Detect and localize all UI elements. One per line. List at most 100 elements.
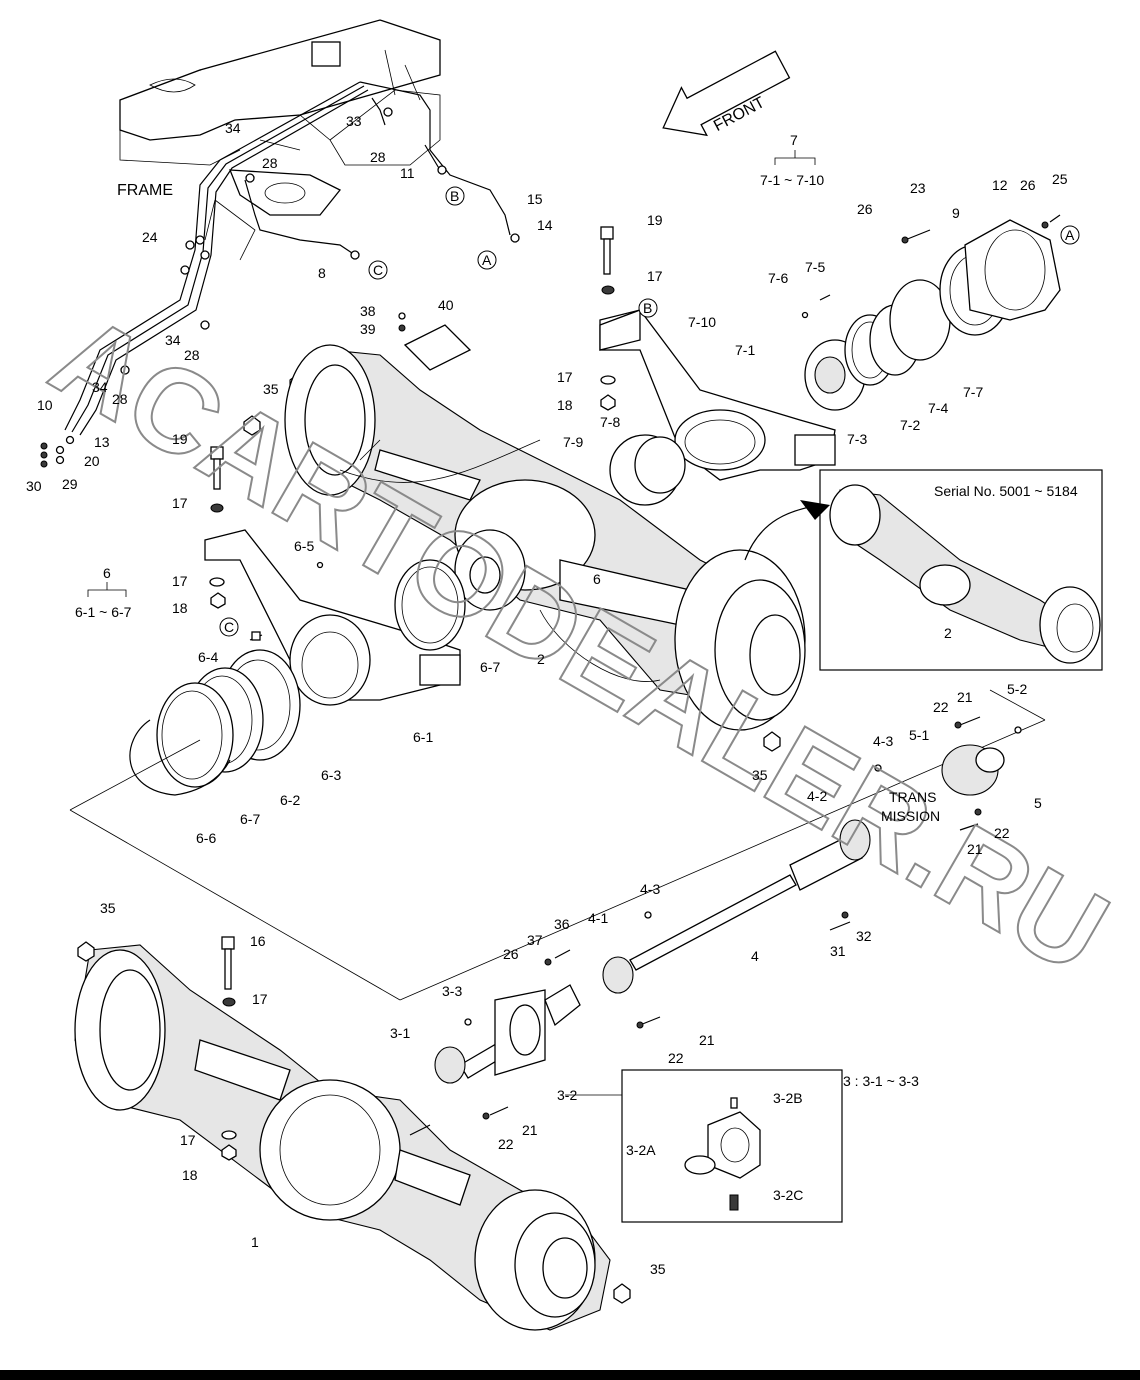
part-callout: 38 xyxy=(360,303,376,319)
part-callout: 5 xyxy=(1034,795,1042,811)
svg-text:A: A xyxy=(482,252,492,268)
svg-text:B: B xyxy=(643,300,652,316)
part-callout: 39 xyxy=(360,321,376,337)
ref-circle-A-1: A xyxy=(1060,225,1080,245)
group-7-title: 7 xyxy=(790,132,798,148)
part-callout: 6 xyxy=(593,571,601,587)
brake-pipes xyxy=(40,81,520,468)
part-callout: 6-2 xyxy=(280,792,300,808)
part-callout: 8 xyxy=(318,265,326,281)
part-callout: 19 xyxy=(647,212,663,228)
part-callout: 23 xyxy=(910,180,926,196)
part-callout: 36 xyxy=(554,916,570,932)
part-callout: 26 xyxy=(503,946,519,962)
bolt-16 xyxy=(221,936,237,1161)
part-callout: 28 xyxy=(184,347,200,363)
ref-circle-B-2: B xyxy=(638,298,658,318)
part-callout: 21 xyxy=(957,689,973,705)
part-callout: 6-5 xyxy=(294,538,314,554)
part-callout: 18 xyxy=(182,1167,198,1183)
part-callout: 26 xyxy=(1020,177,1036,193)
part-callout: 3-2A xyxy=(626,1142,656,1158)
ref-circle-A-2: A xyxy=(477,250,497,270)
svg-text:C: C xyxy=(373,262,383,278)
part-callout: 34 xyxy=(225,120,241,136)
part-callout: 22 xyxy=(994,825,1010,841)
group-3-range: 3 : 3-1 ~ 3-3 xyxy=(843,1073,919,1089)
ref-circle-C-1: C xyxy=(368,260,388,280)
part-callout: 34 xyxy=(92,379,108,395)
rear-axle-assembly xyxy=(284,344,806,731)
part-callout: 6-1 xyxy=(413,729,433,745)
part-callout: 30 xyxy=(26,478,42,494)
part-callout: 17 xyxy=(557,369,573,385)
svg-text:A: A xyxy=(1065,227,1075,243)
part-callout: 22 xyxy=(668,1050,684,1066)
part-callout: 33 xyxy=(346,113,362,129)
part-callout: 6-3 xyxy=(321,767,341,783)
part-callout: 3-1 xyxy=(390,1025,410,1041)
nut-35-a xyxy=(77,941,95,962)
group-6-title: 6 xyxy=(103,565,111,581)
nut-35-c xyxy=(763,731,781,752)
front-axle-assembly xyxy=(74,944,611,1331)
bolt-19-upper xyxy=(599,226,641,411)
part-callout: 18 xyxy=(172,600,188,616)
serial-label: Serial No. 5001 ~ 5184 xyxy=(934,483,1078,499)
bolt-19-lower xyxy=(209,446,226,609)
part-callout: 2 xyxy=(944,625,952,641)
part-callout: 32 xyxy=(856,928,872,944)
part-callout: 21 xyxy=(699,1032,715,1048)
part-callout: 18 xyxy=(557,397,573,413)
part-callout: 4-3 xyxy=(640,881,660,897)
part-callout: 40 xyxy=(438,297,454,313)
ref-circle-C-2: C xyxy=(219,617,239,637)
part-callout: 28 xyxy=(370,149,386,165)
part-callout: 9 xyxy=(952,205,960,221)
ref-circle-B-1: B xyxy=(445,186,465,206)
part-callout: 14 xyxy=(537,217,553,233)
part-callout: 31 xyxy=(830,943,846,959)
bracket-40 xyxy=(403,324,472,371)
part-callout: 3-2C xyxy=(773,1187,803,1203)
front-arrow xyxy=(662,50,791,137)
rings-6 xyxy=(129,559,466,796)
part-callout: 7-4 xyxy=(928,400,948,416)
part-callout: 7-2 xyxy=(900,417,920,433)
part-callout: 35 xyxy=(100,900,116,916)
svg-text:B: B xyxy=(450,188,459,204)
part-callout: 1 xyxy=(251,1234,259,1250)
part-callout: 7-6 xyxy=(768,270,788,286)
part-callout: 17 xyxy=(252,991,268,1007)
group-6-outline xyxy=(69,689,1046,1001)
part-callout: 10 xyxy=(37,397,53,413)
part-callout: 17 xyxy=(172,573,188,589)
part-callout: 20 xyxy=(84,453,100,469)
part-callout: 19 xyxy=(172,431,188,447)
hub-parts-7 xyxy=(609,214,1061,506)
nut-35-b xyxy=(613,1283,631,1304)
part-callout: 3-3 xyxy=(442,983,462,999)
part-callout: 7-7 xyxy=(963,384,983,400)
bracket-7-1 xyxy=(599,309,836,481)
frame-label: FRAME xyxy=(117,182,173,199)
part-callout: 17 xyxy=(647,268,663,284)
part-callout: 2 xyxy=(537,651,545,667)
part-callout: 28 xyxy=(112,391,128,407)
part-callout: 7-1 xyxy=(735,342,755,358)
part-callout: 17 xyxy=(172,495,188,511)
part-callout: 34 xyxy=(165,332,181,348)
transmission-label-2: MISSION xyxy=(881,808,940,824)
part-callout: 21 xyxy=(967,841,983,857)
part-callout: 22 xyxy=(933,699,949,715)
part-callout: 7-5 xyxy=(805,259,825,275)
part-callout: 25 xyxy=(1052,171,1068,187)
part-callout: 15 xyxy=(527,191,543,207)
group-6-range: 6-1 ~ 6-7 xyxy=(75,604,132,620)
shaft-3 xyxy=(434,949,581,1120)
part-callout: 6-6 xyxy=(196,830,216,846)
part-callout: 12 xyxy=(992,177,1008,193)
